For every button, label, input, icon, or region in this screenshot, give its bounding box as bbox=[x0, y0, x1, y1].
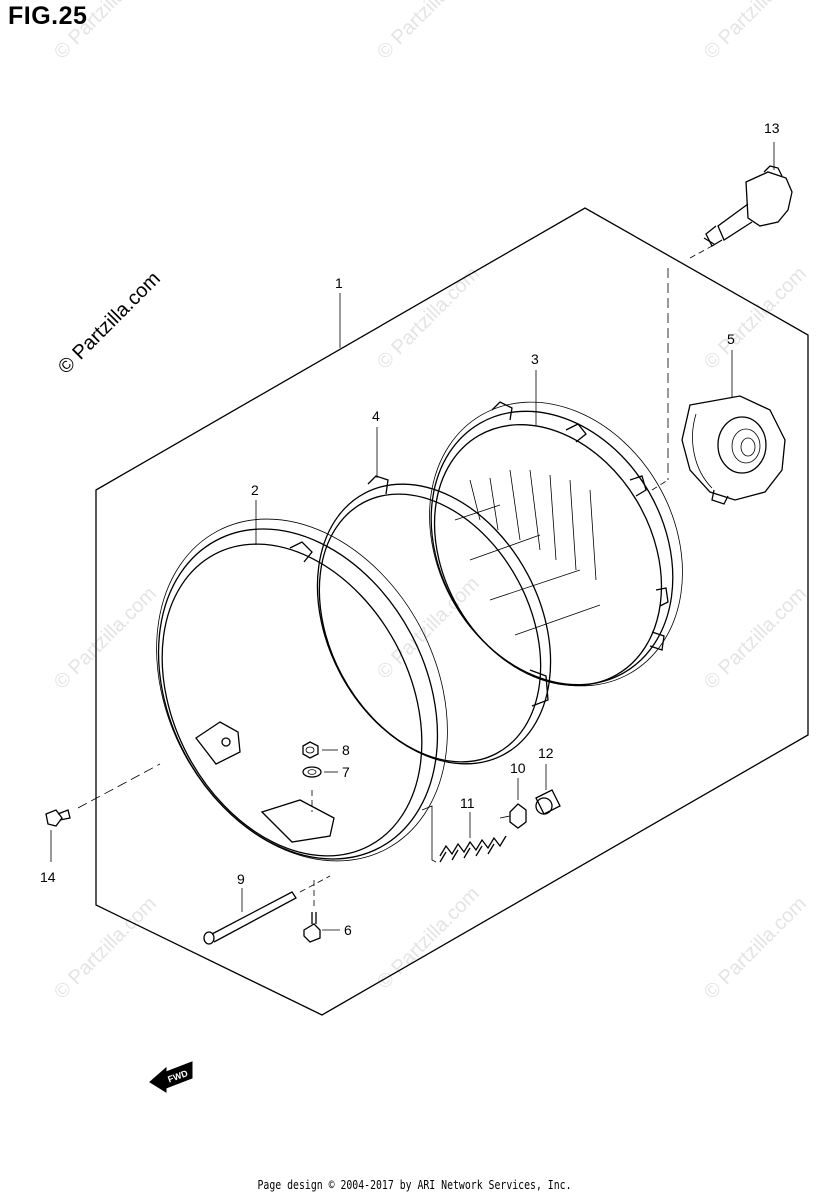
socket-cover-part-5 bbox=[651, 268, 786, 505]
watermark: © Partzilla.com bbox=[700, 583, 811, 694]
watermark: © Partzilla.com bbox=[700, 263, 811, 374]
callout-10: 10 bbox=[510, 760, 526, 776]
callout-14: 14 bbox=[40, 869, 56, 885]
collar-part-12 bbox=[535, 764, 561, 815]
callout-6: 6 bbox=[344, 922, 352, 938]
callout-9: 9 bbox=[237, 871, 245, 887]
callout-7: 7 bbox=[342, 764, 350, 780]
callout-8: 8 bbox=[342, 742, 350, 758]
washer-part-7 bbox=[302, 766, 338, 812]
spring-part-11 bbox=[421, 805, 507, 863]
headlight-rim-part-2 bbox=[156, 500, 448, 862]
watermark: © Partzilla.com bbox=[50, 583, 161, 694]
watermark: © Partzilla.com bbox=[373, 263, 484, 374]
callout-11: 11 bbox=[460, 795, 475, 811]
adjuster-nut-part-10 bbox=[499, 778, 527, 829]
headlamp-exploded-diagram: © Partzilla.com © Partzilla.com © Partzi… bbox=[40, 0, 811, 1093]
bulb-part-13 bbox=[689, 142, 793, 259]
assembly-outline bbox=[95, 207, 809, 1016]
screw-part-6 bbox=[303, 880, 340, 943]
callout-12: 12 bbox=[538, 745, 554, 761]
watermark: © Partzilla.com bbox=[50, 0, 161, 64]
callout-5: 5 bbox=[727, 331, 735, 347]
bolt-part-14 bbox=[45, 763, 161, 862]
nut-part-8 bbox=[302, 741, 338, 759]
callout-4: 4 bbox=[372, 408, 380, 424]
headlight-unit-part-3 bbox=[429, 370, 683, 687]
lens-pattern bbox=[454, 469, 601, 636]
callout-1: 1 bbox=[335, 275, 343, 291]
watermark: © Partzilla.com bbox=[373, 0, 484, 64]
partzilla-watermark: © Partzilla.com bbox=[54, 268, 165, 379]
callout-2: 2 bbox=[251, 482, 259, 498]
bolt-part-9 bbox=[203, 875, 331, 945]
watermark: © Partzilla.com bbox=[373, 573, 484, 684]
fwd-arrow: FWD bbox=[149, 1061, 193, 1093]
page-footer: Page design © 2004-2017 by ARI Network S… bbox=[257, 1178, 572, 1192]
watermark: © Partzilla.com bbox=[700, 0, 811, 64]
callout-3: 3 bbox=[531, 351, 539, 367]
callout-13: 13 bbox=[764, 120, 780, 136]
watermark: © Partzilla.com bbox=[700, 893, 811, 1004]
figure-title: FIG.25 bbox=[8, 2, 88, 30]
callout-labels: 1 2 3 4 5 6 7 8 9 10 11 12 13 14 bbox=[40, 120, 780, 938]
gasket-ring-part-4 bbox=[316, 427, 552, 765]
watermark: © Partzilla.com bbox=[373, 883, 484, 994]
